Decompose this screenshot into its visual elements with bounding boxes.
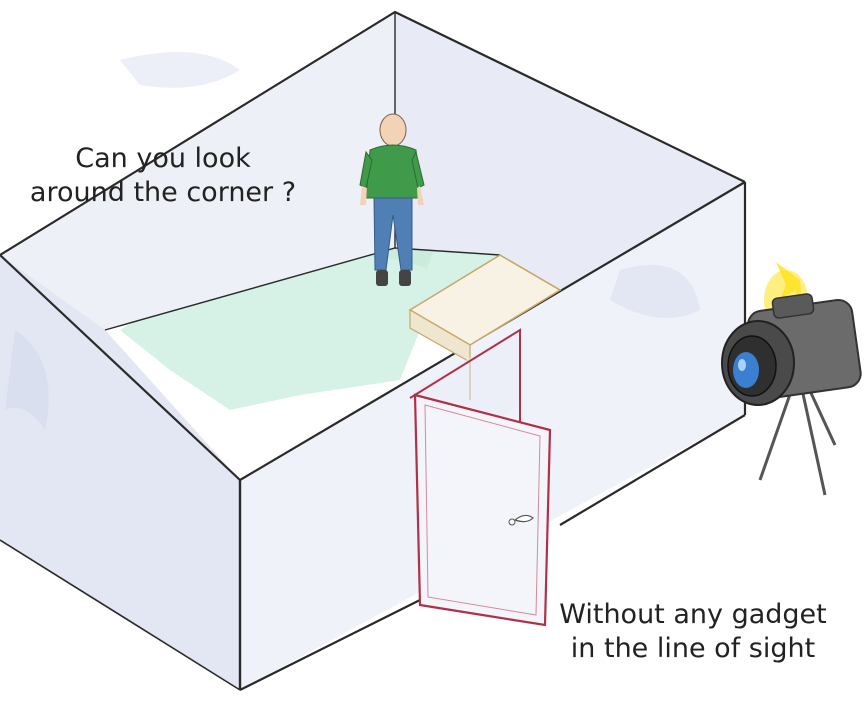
note-caption: Without any gadget in the line of sight: [538, 598, 848, 666]
note-line-1: Without any gadget: [538, 598, 848, 632]
note-line-2: in the line of sight: [538, 632, 848, 666]
door-panel: [415, 395, 550, 625]
question-line-1: Can you look: [8, 142, 318, 176]
question-caption: Can you look around the corner ?: [8, 142, 318, 210]
question-line-2: around the corner ?: [8, 176, 318, 210]
